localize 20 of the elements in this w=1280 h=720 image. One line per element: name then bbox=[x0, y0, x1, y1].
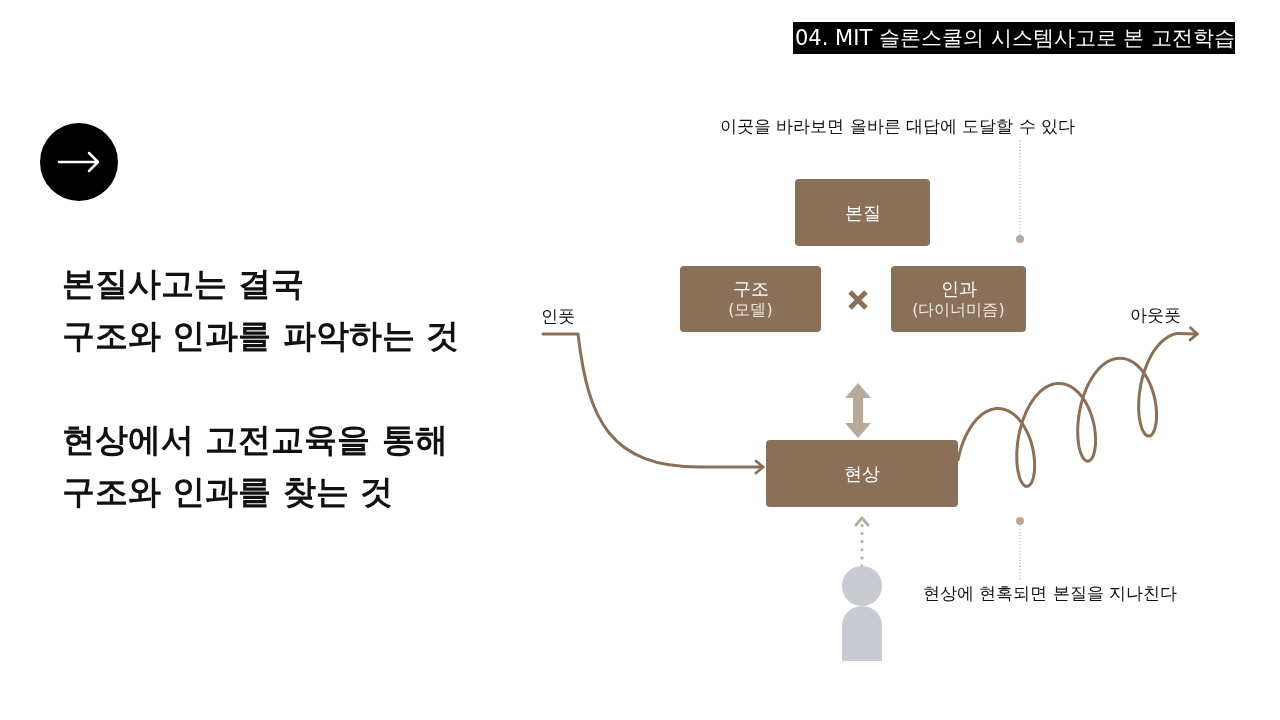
flow-label: 아웃풋 bbox=[1110, 298, 1200, 333]
concept-box bbox=[680, 266, 821, 332]
leader-line bbox=[1016, 517, 1024, 580]
arrow bbox=[541, 332, 765, 475]
box-title: 구조 bbox=[732, 276, 769, 301]
heading-text: 현상에서 고전교육을 통해 구조와 인과를 찾는 것 bbox=[62, 419, 448, 513]
person-figure bbox=[842, 566, 882, 661]
callout-text: 현상에 현혹되면 본질을 지나친다 bbox=[905, 580, 1195, 606]
box-subtitle: (다이너미즘) bbox=[912, 300, 1005, 322]
concept-box: 현상 bbox=[766, 440, 958, 507]
box-subtitle: (모델) bbox=[728, 300, 773, 322]
box-title: 인과 bbox=[940, 276, 977, 301]
heading-text: 본질사고는 결국 구조와 인과를 파악하는 것 bbox=[62, 263, 460, 357]
leader-line bbox=[1016, 140, 1024, 243]
flow-label: 인풋 bbox=[530, 300, 586, 333]
concept-box bbox=[891, 266, 1026, 332]
concept-box: 본질 bbox=[795, 179, 930, 246]
header-title: 04. MIT 슬론스쿨의 시스템사고로 본 고전학습 bbox=[793, 22, 1235, 54]
arrow bbox=[956, 326, 1199, 488]
callout-text: 이곳을 바라보면 올바른 대답에 도달할 수 있다 bbox=[700, 112, 1095, 140]
